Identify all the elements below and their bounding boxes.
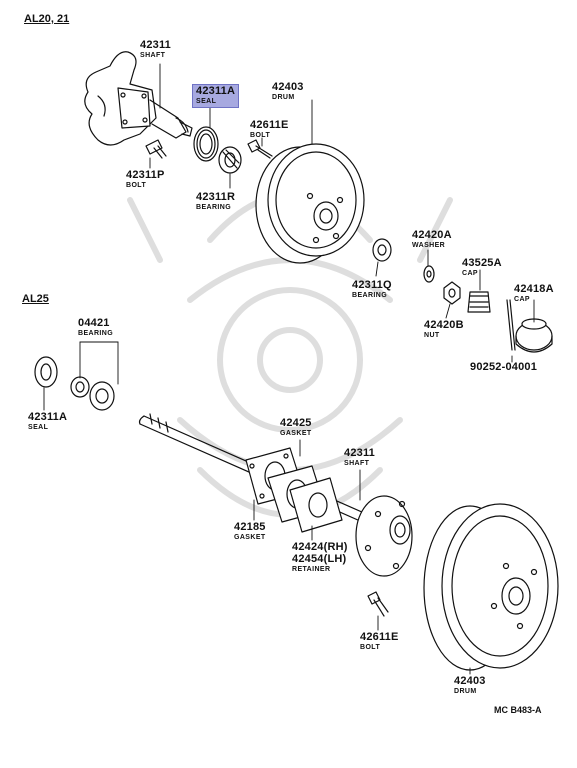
nut-top <box>443 281 461 305</box>
drum-top <box>255 143 365 264</box>
bearing-top-q <box>372 238 392 262</box>
diagram-code: MC B483-A <box>494 705 542 715</box>
label-bottom-drum: 42403 DRUM <box>454 675 486 696</box>
label-bottom-bolt: 42611E BOLT <box>360 631 399 652</box>
section-label-al20: AL20, 21 <box>24 13 70 25</box>
leaders-bottom <box>43 341 471 675</box>
label-bottom-bearing: 04421 BEARING <box>78 317 114 338</box>
bolt-bottom <box>367 591 389 617</box>
cap-top-b <box>515 318 553 353</box>
section-label-al25: AL25 <box>22 293 49 305</box>
label-top-washer: 42420A WASHER <box>412 229 452 250</box>
label-top-bearing-q: 42311Q BEARING <box>352 279 392 300</box>
drum-bottom <box>423 503 559 671</box>
label-top-shaft: 42311 SHAFT <box>140 39 171 60</box>
label-top-bearing-r: 42311R BEARING <box>196 191 236 212</box>
leaders-top <box>149 63 535 363</box>
bearing-top <box>218 146 242 174</box>
label-top-bolt-p: 42311P BOLT <box>126 169 165 190</box>
label-top-drum: 42403 DRUM <box>272 81 304 102</box>
label-bottom-shaft: 42311 SHAFT <box>344 447 375 468</box>
label-bottom-gasket-425: 42425 GASKET <box>280 417 312 438</box>
label-top-nut: 42420B NUT <box>424 319 464 340</box>
label-bottom-retainer: 42424(RH) 42454(LH) RETAINER <box>292 541 348 574</box>
label-top-pin: 90252-04001 <box>470 361 538 373</box>
cotter-pin <box>506 299 516 351</box>
label-bottom-seal: 42311A SEAL <box>28 411 68 432</box>
seal-bottom <box>34 356 58 388</box>
seal-top <box>193 126 219 162</box>
bolt-top-e <box>247 139 273 159</box>
shaft-bottom <box>138 413 413 577</box>
retainer-bottom <box>289 477 343 533</box>
bolt-top-p <box>145 139 167 159</box>
shaft-knuckle-top <box>84 51 193 146</box>
bearing-bottom <box>70 376 115 411</box>
label-bottom-gasket-185: 42185 GASKET <box>234 521 266 542</box>
washer-top <box>423 265 435 283</box>
label-top-bolt-e: 42611E BOLT <box>250 119 289 140</box>
label-top-cap-b: 42418A CAP <box>514 283 554 304</box>
cap-top-a <box>467 291 491 313</box>
label-top-seal-highlighted: 42311A SEAL <box>192 84 240 108</box>
label-top-cap-a: 43525A CAP <box>462 257 502 278</box>
